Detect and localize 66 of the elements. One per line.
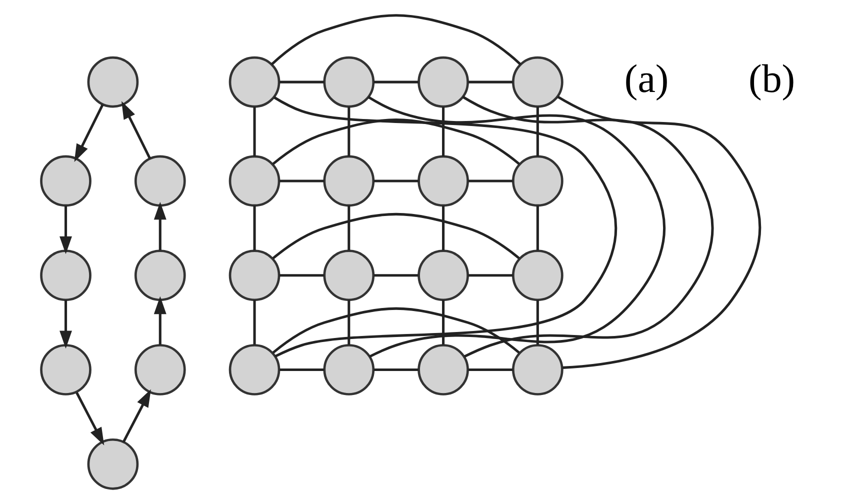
connector xyxy=(280,180,324,182)
arrow xyxy=(154,296,166,345)
connector xyxy=(536,206,539,250)
node-circle xyxy=(228,250,280,302)
node-circle xyxy=(40,250,92,302)
node-circle xyxy=(87,56,139,108)
node-circle xyxy=(512,250,564,302)
node-circle xyxy=(418,155,469,207)
connector xyxy=(442,106,445,156)
connector xyxy=(253,106,256,156)
arrow xyxy=(154,202,166,250)
node-circle xyxy=(418,344,469,396)
node-circle xyxy=(134,344,186,396)
connector xyxy=(468,180,513,182)
connector xyxy=(273,96,617,358)
connector xyxy=(468,368,513,372)
node-circle xyxy=(512,155,564,207)
connector xyxy=(272,212,520,260)
node-circle xyxy=(87,438,139,490)
node-circle xyxy=(512,56,564,108)
connector xyxy=(374,180,418,182)
node-circle xyxy=(323,250,375,302)
connector xyxy=(468,80,513,84)
node-circle xyxy=(228,56,280,108)
node-circle xyxy=(228,155,280,207)
node-circle xyxy=(512,344,564,396)
connector xyxy=(280,80,324,84)
arrow xyxy=(76,392,104,446)
connector xyxy=(536,300,539,345)
arrow xyxy=(121,101,152,160)
connector xyxy=(272,307,520,354)
connector xyxy=(253,206,256,250)
connector xyxy=(348,106,350,156)
connector xyxy=(374,274,418,277)
node-circle xyxy=(418,56,469,108)
node-circle xyxy=(40,155,92,207)
connector xyxy=(536,106,539,156)
node-circle xyxy=(323,155,375,207)
node-circle xyxy=(323,344,375,396)
connector xyxy=(270,14,522,66)
connector xyxy=(462,96,714,358)
arrow xyxy=(122,389,151,443)
connector xyxy=(348,300,350,345)
connector xyxy=(442,206,445,250)
connector xyxy=(442,300,445,345)
connector xyxy=(348,206,350,250)
connector xyxy=(280,274,324,277)
arrow xyxy=(60,300,72,349)
connector xyxy=(557,96,761,369)
node-circle xyxy=(418,250,469,302)
arrow xyxy=(74,104,104,162)
node-circle xyxy=(323,56,375,108)
connector xyxy=(468,274,513,277)
connector xyxy=(368,96,666,358)
node-circle xyxy=(134,250,186,302)
arrow xyxy=(60,206,72,254)
node-circle xyxy=(228,344,280,396)
connector xyxy=(374,80,418,84)
node-circle xyxy=(134,155,186,207)
connector xyxy=(374,368,418,372)
connector xyxy=(253,300,256,345)
connector xyxy=(272,118,520,165)
node-circle xyxy=(40,344,92,396)
label: (b) xyxy=(748,56,796,102)
connector xyxy=(280,368,324,372)
label: (a) xyxy=(624,56,669,102)
